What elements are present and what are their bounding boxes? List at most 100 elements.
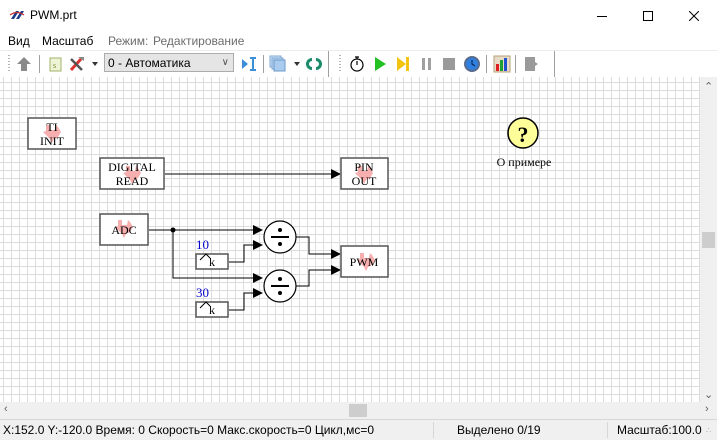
gain-value: 10 [196, 237, 209, 252]
block-digital-read[interactable]: DIGITAL READ [99, 157, 165, 190]
stopwatch-button[interactable] [347, 54, 367, 74]
block-label: PIN [354, 160, 374, 174]
layers-icon [269, 55, 286, 72]
vertical-scroll-thumb[interactable] [702, 232, 715, 248]
scroll-up-icon[interactable]: ⌃ [704, 81, 714, 93]
script-button[interactable]: s [45, 54, 65, 74]
link-button[interactable] [304, 54, 324, 74]
play-button[interactable] [370, 54, 390, 74]
toolbar-separator [486, 55, 487, 73]
block-label: ADC [111, 223, 136, 237]
wire-div2-to-pwm [296, 265, 341, 287]
status-coords: X:152.0 Y:-120.0 Время: 0 Скорость=0 Мак… [3, 423, 375, 437]
maximize-icon [643, 10, 653, 21]
step-icon [397, 57, 409, 71]
horizontal-scroll-thumb[interactable] [349, 404, 367, 417]
diagram-canvas[interactable]: TI INIT DIGITAL READ PIN OUT ADC k [0, 77, 700, 402]
help-label: О примере [497, 155, 552, 169]
minimize-button[interactable] [579, 0, 625, 31]
title-bar: PWM.prt [0, 0, 717, 31]
menu-view[interactable]: Вид [8, 34, 30, 48]
block-label: TI [46, 120, 57, 134]
block-label: PWM [350, 255, 379, 269]
layers-dropdown-icon[interactable] [294, 62, 300, 66]
mode-select[interactable]: 0 - Автоматика ∨ [104, 53, 234, 72]
toolbar-grip[interactable] [339, 55, 341, 73]
block-pin-out[interactable]: PIN OUT [340, 157, 389, 190]
menu-bar: Вид Масштаб Режим: Редактирование [0, 31, 717, 50]
exit-icon [525, 57, 538, 71]
horizontal-scrollbar[interactable]: ‹ [0, 402, 700, 419]
vertical-scrollbar[interactable]: ⌃ ⌄ [700, 77, 717, 402]
tools-dropdown-icon[interactable] [92, 62, 98, 66]
block-pwm[interactable]: PWM [340, 245, 389, 278]
up-arrow-icon [17, 57, 31, 71]
clock-button[interactable] [462, 54, 482, 74]
script-icon: s [49, 57, 62, 72]
resize-grip-icon[interactable]: ∴ [706, 426, 712, 435]
block-label: READ [116, 174, 149, 188]
status-scale: Масштаб:100.0 [617, 423, 702, 437]
scroll-right-icon[interactable]: › [705, 403, 709, 415]
help-about-example[interactable]: ? О примере [497, 117, 552, 169]
mode-select-value: 0 - Автоматика [108, 56, 191, 70]
block-gain-k2[interactable]: k 30 [195, 285, 229, 318]
scroll-corner: › [700, 402, 717, 419]
app-logo-icon [9, 11, 25, 19]
wires [149, 169, 341, 311]
close-icon [689, 10, 699, 21]
gain-value: 30 [196, 285, 209, 300]
exit-button[interactable] [521, 54, 541, 74]
menu-scale[interactable]: Масштаб [42, 34, 94, 48]
step-into-icon [242, 57, 256, 71]
block-divide-1[interactable] [263, 220, 297, 254]
block-label: OUT [352, 174, 377, 188]
diagram-svg: TI INIT DIGITAL READ PIN OUT ADC k [27, 117, 552, 318]
step-button[interactable] [393, 54, 413, 74]
minimize-icon [597, 15, 607, 17]
scroll-left-icon[interactable]: ‹ [4, 403, 8, 415]
toolbar-grip[interactable] [8, 55, 10, 73]
tools-icon [69, 57, 84, 72]
block-divide-2[interactable] [263, 269, 297, 303]
block-label: DIGITAL [108, 160, 156, 174]
close-button[interactable] [671, 0, 717, 31]
pause-icon [422, 58, 431, 70]
link-icon [306, 58, 322, 70]
chevron-down-icon: ∨ [221, 57, 229, 68]
step-into-button[interactable] [239, 54, 259, 74]
tools-button[interactable] [67, 54, 87, 74]
mode-label: Режим: [108, 34, 149, 48]
block-label: k [209, 255, 215, 269]
window-title: PWM.prt [30, 8, 77, 22]
help-icon [507, 117, 539, 149]
block-gain-k1[interactable]: k 10 [195, 237, 229, 270]
stopwatch-icon [350, 56, 364, 72]
up-button[interactable] [14, 54, 34, 74]
help-symbol: ? [518, 122, 529, 147]
clock-icon [464, 56, 480, 72]
svg-text:s: s [53, 61, 56, 70]
chart-button[interactable] [492, 54, 512, 74]
stop-button[interactable] [439, 54, 459, 74]
toolbar-separator [263, 55, 264, 73]
layers-button[interactable] [268, 54, 288, 74]
status-divider [607, 422, 608, 438]
maximize-button[interactable] [625, 0, 671, 31]
block-ti-init[interactable]: TI INIT [27, 117, 77, 150]
stop-icon [443, 58, 455, 70]
mode-value: Редактирование [153, 34, 245, 48]
status-divider [433, 422, 434, 438]
toolbar-separator [39, 55, 40, 73]
block-adc[interactable]: ADC [99, 213, 149, 246]
scroll-down-icon[interactable]: ⌄ [704, 389, 714, 401]
pause-button[interactable] [417, 54, 437, 74]
chart-icon [493, 55, 511, 73]
play-icon [375, 57, 386, 71]
block-label: INIT [40, 134, 65, 148]
toolbar-separator [515, 55, 516, 73]
block-label: k [209, 303, 215, 317]
status-bar: X:152.0 Y:-120.0 Время: 0 Скорость=0 Мак… [0, 419, 717, 440]
status-selected: Выделено 0/19 [457, 423, 541, 437]
toolbar-simulation [337, 51, 555, 78]
